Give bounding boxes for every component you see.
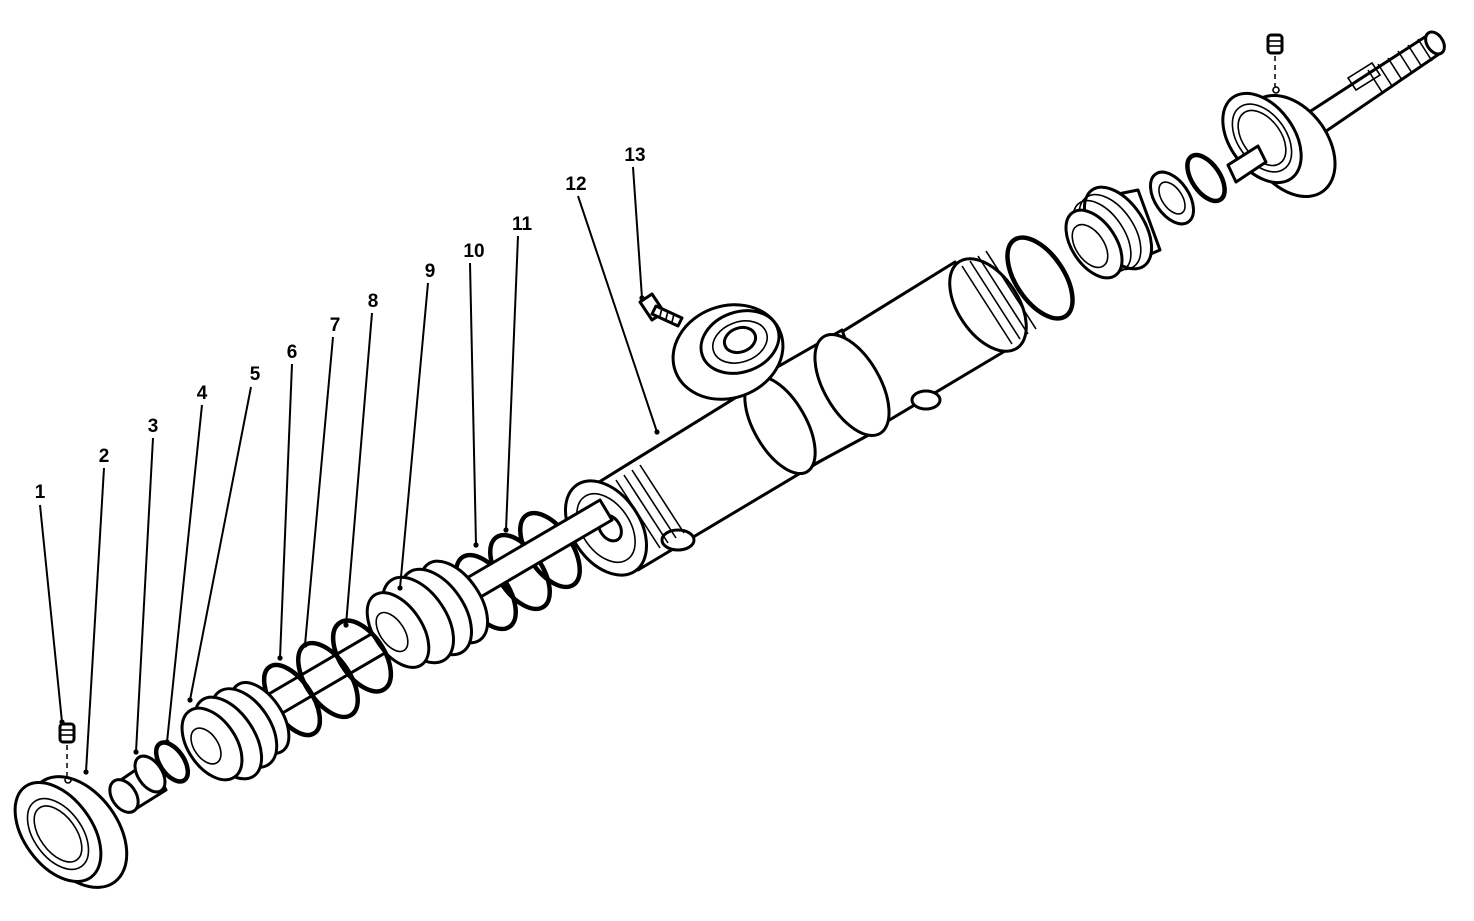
- rack-housing: [564, 250, 1037, 577]
- callout-9: 9: [425, 261, 436, 282]
- callout-12: 12: [565, 174, 586, 195]
- outer-tie-rod-nut-right: [1221, 86, 1337, 199]
- set-screw-left: [58, 722, 76, 744]
- callout-13: 13: [624, 145, 645, 166]
- callout-7: 7: [330, 315, 341, 336]
- callout-11: 11: [512, 214, 533, 235]
- callout-4: 4: [197, 383, 208, 404]
- outer-tie-rod-nut-left: [13, 775, 129, 889]
- pinion-port: [671, 303, 785, 401]
- o-ring-right: [1005, 235, 1075, 321]
- seal-rings-right: [1149, 152, 1227, 226]
- bulkhead-assembly-right: [1064, 185, 1162, 280]
- callout-8: 8: [368, 291, 379, 312]
- fitting-13: [638, 292, 684, 328]
- seals-3-4: [108, 740, 191, 814]
- callout-5: 5: [250, 364, 261, 385]
- bulkhead-5: [180, 681, 291, 782]
- callout-1: 1: [35, 482, 46, 503]
- rack-shaft-end: [1298, 30, 1446, 140]
- callout-2: 2: [99, 446, 110, 467]
- leader-lines: [39, 166, 660, 775]
- callout-10: 10: [463, 241, 484, 262]
- set-screw-right: [1266, 33, 1284, 55]
- callout-6: 6: [287, 342, 298, 363]
- callout-3: 3: [148, 416, 159, 437]
- piston-9: [365, 559, 490, 669]
